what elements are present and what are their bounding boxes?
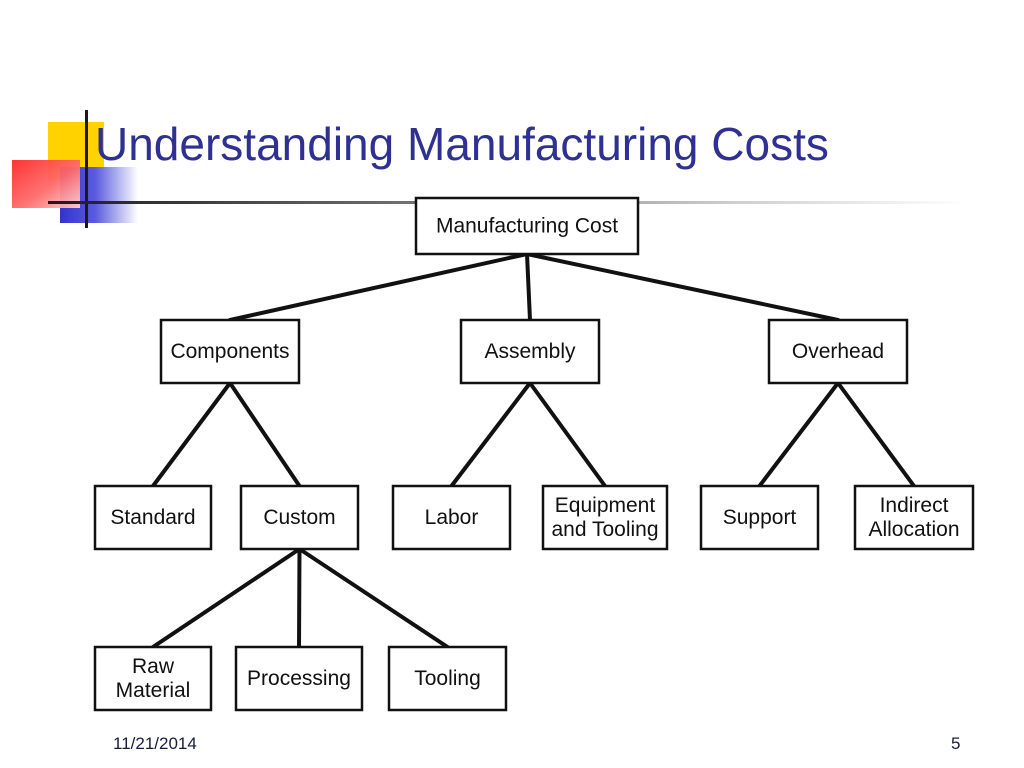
node-custom: Custom <box>239 484 360 551</box>
edge-custom-to-processing <box>297 547 302 649</box>
edge-root-to-components <box>228 252 529 322</box>
node-labor: Labor <box>391 484 512 551</box>
edge-overhead-to-indirect <box>836 381 916 488</box>
node-components: Components <box>159 318 301 385</box>
edge-assembly-to-equipment <box>528 381 607 488</box>
node-label-support: Support <box>723 506 797 529</box>
node-label-assembly: Assembly <box>484 340 576 363</box>
node-box-components <box>159 318 301 385</box>
node-support: Support <box>699 484 820 551</box>
node-tooling: Tooling <box>387 645 508 712</box>
node-label-indirect-line-1: Indirect <box>880 494 949 517</box>
edge-custom-to-raw <box>151 547 302 649</box>
edge-components-to-standard <box>151 381 232 488</box>
node-label-raw-line-1: Raw <box>132 655 175 678</box>
node-box-support <box>699 484 820 551</box>
node-label-equipment-line-1: Equipment <box>555 494 656 517</box>
node-label-custom: Custom <box>263 506 335 529</box>
node-box-overhead <box>767 318 909 385</box>
node-assembly: Assembly <box>459 318 601 385</box>
node-label-equipment-line-2: and Tooling <box>551 518 658 541</box>
node-root: Manufacturing Cost <box>414 196 640 256</box>
node-processing: Processing <box>234 645 364 712</box>
node-box-raw <box>93 645 213 712</box>
node-overhead: Overhead <box>767 318 909 385</box>
node-box-indirect <box>853 484 975 551</box>
node-label-tooling: Tooling <box>414 667 481 690</box>
slide-page-number: 5 <box>951 734 961 753</box>
node-box-assembly <box>459 318 601 385</box>
edge-custom-to-tooling <box>297 547 450 649</box>
node-label-components: Components <box>170 340 289 363</box>
node-label-standard: Standard <box>110 506 195 529</box>
edge-assembly-to-labor <box>449 381 532 488</box>
node-box-processing <box>234 645 364 712</box>
edge-overhead-to-support <box>757 381 840 488</box>
node-box-equipment <box>541 484 669 551</box>
node-box-custom <box>239 484 360 551</box>
decor-red-square <box>12 160 80 208</box>
node-label-indirect-line-2: Allocation <box>868 518 959 541</box>
slide-title: Understanding Manufacturing Costs <box>95 118 829 170</box>
slide-date: 11/21/2014 <box>113 734 197 753</box>
decor-vertical-line <box>85 110 88 228</box>
edge-components-to-custom <box>228 381 302 488</box>
node-box-tooling <box>387 645 508 712</box>
node-box-labor <box>391 484 512 551</box>
edge-root-to-overhead <box>525 252 840 322</box>
node-label-overhead: Overhead <box>792 340 884 363</box>
node-box-root <box>414 196 640 256</box>
node-label-processing: Processing <box>247 667 351 690</box>
node-standard: Standard <box>93 484 213 551</box>
node-label-labor: Labor <box>425 506 479 529</box>
node-label-raw-line-2: Material <box>116 679 191 702</box>
node-label-root: Manufacturing Cost <box>436 215 618 238</box>
node-box-standard <box>93 484 213 551</box>
edge-root-to-assembly <box>525 252 532 322</box>
